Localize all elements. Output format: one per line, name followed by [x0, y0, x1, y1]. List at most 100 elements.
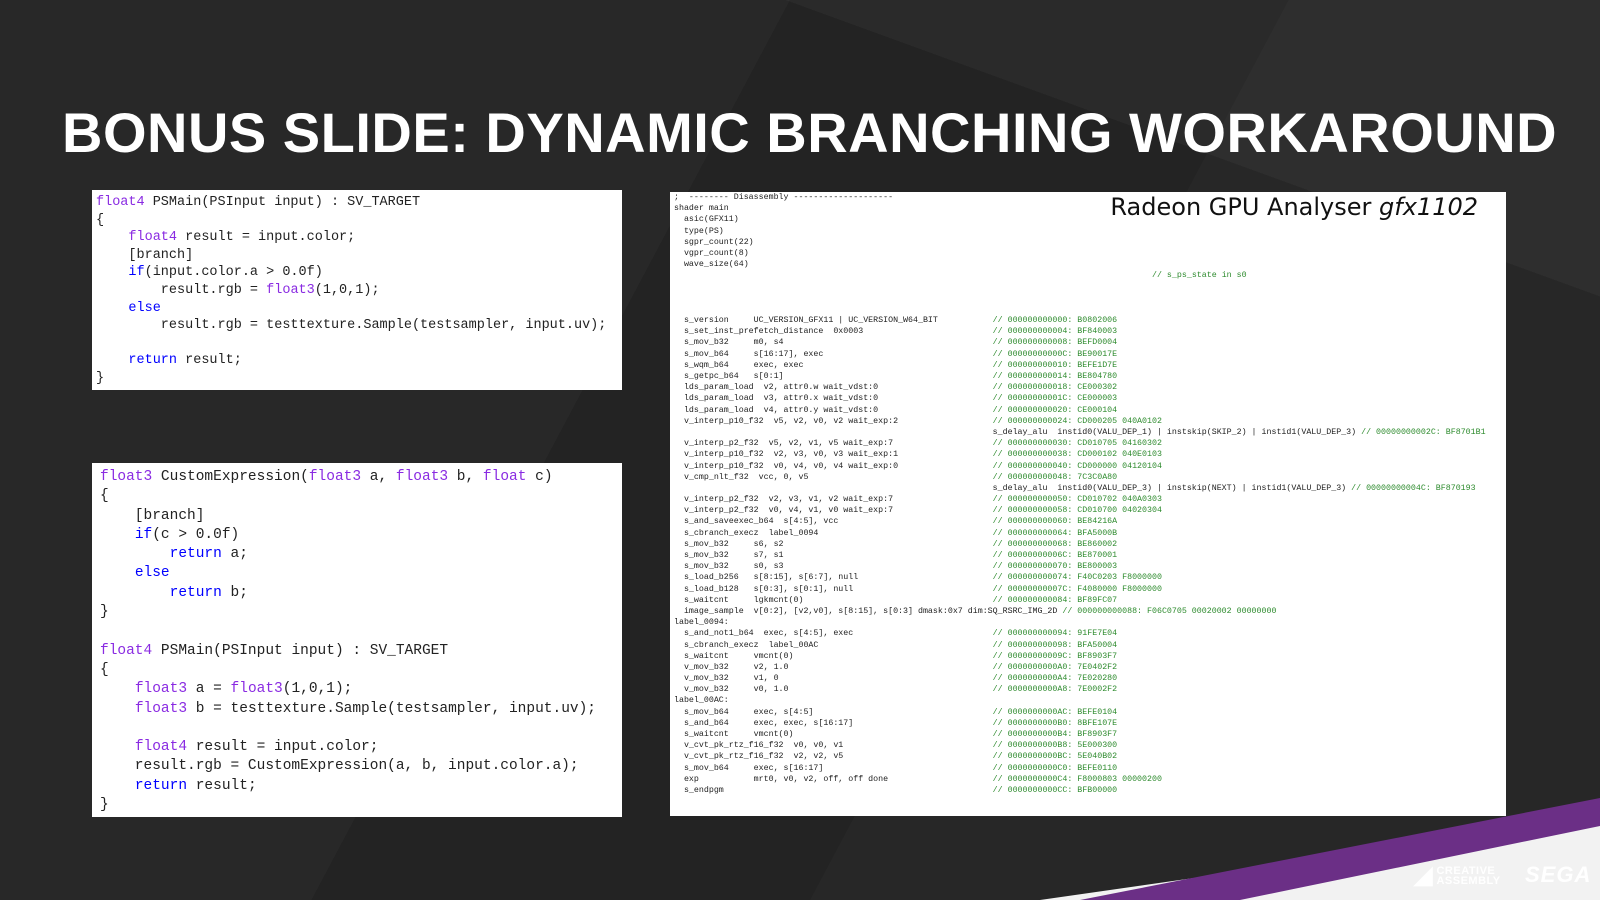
disassembly-line: s_and_b64 exec, exec, s[16:17] // 000000…	[674, 718, 1502, 729]
disassembly-line: v_interp_p2_f32 v0, v4, v1, v0 wait_exp:…	[674, 505, 1502, 516]
disassembly-instruction: s_endpgm	[674, 785, 993, 795]
code-line: float3 b = testtexture.Sample(testsample…	[100, 700, 614, 719]
code-token: b = testtexture.Sample(testsampler, inpu…	[187, 700, 596, 717]
code-token: b;	[221, 584, 248, 601]
disassembly-line: v_cvt_pk_rtz_f16_f32 v2, v2, v5 // 00000…	[674, 751, 1502, 762]
disassembly-instruction: s_mov_b64 exec, s[4:5]	[674, 707, 993, 717]
disassembly-instruction: s_cbranch_execz label_0094	[674, 528, 993, 538]
code-token: return	[134, 777, 188, 794]
disassembly-line: s_waitcnt vmcnt(0) // 00000000009C: BF89…	[674, 651, 1502, 662]
disassembly-comment: // 000000000084: BF89FC07	[992, 595, 1118, 605]
code-token: (c > 0.0f)	[152, 526, 240, 543]
disassembly-line: image_sample v[0:2], [v2,v0], s[8:15], s…	[674, 606, 1502, 617]
code-token	[100, 565, 135, 581]
code-line	[96, 335, 618, 353]
slide-title: BONUS SLIDE: DYNAMIC BRANCHING WORKAROUN…	[62, 101, 1558, 164]
code-token: float4	[96, 195, 145, 210]
code-token: (1,0,1);	[282, 681, 353, 698]
disassembly-comment: // 0000000000A4: 7E020280	[992, 674, 1118, 684]
disassembly-comment: // 00000000007C: F4080000 F8000000	[992, 584, 1162, 594]
disassembly-line	[674, 304, 1502, 315]
disassembly-comment: // 0000000000CC: BFB00000	[992, 785, 1118, 795]
disassembly-instruction: s_waitcnt vmcnt(0)	[674, 730, 993, 739]
code-token: PSMain(PSInput input) : SV_TARGET	[144, 195, 421, 210]
code-token: float3	[134, 681, 188, 698]
disassembly-comment: // 0000000000C4: F8000803 00000200	[992, 774, 1162, 784]
disassembly-comment: // 0000000000AC: BEFE0104	[992, 707, 1118, 717]
disassembly-instruction: s_mov_b64 exec, s[16:17]	[674, 763, 993, 773]
code-line: float4 result = input.color;	[96, 229, 618, 247]
code-token: a;	[221, 546, 248, 563]
code-token: }	[96, 370, 105, 386]
disassembly-comment: // 00000000006C: BE870001	[992, 551, 1118, 560]
disassembly-line: s_mov_b32 s0, s3 // 000000000070: BE8000…	[674, 561, 1502, 572]
disassembly-comment: // 000000000048: 7C3C0A80	[992, 472, 1118, 482]
disassembly-line: v_cvt_pk_rtz_f16_f32 v0, v0, v1 // 00000…	[674, 740, 1502, 751]
disassembly-line: v_mov_b32 v2, 1.0 // 0000000000A0: 7E040…	[674, 662, 1502, 673]
code-token: a =	[187, 681, 231, 698]
code-line: {	[100, 487, 614, 506]
disassembly-instruction: s_mov_b32 m0, s4	[674, 338, 993, 348]
analyser-target: gfx1102	[1379, 193, 1478, 221]
code-token: float4	[100, 642, 153, 659]
code-line: [branch]	[100, 507, 614, 526]
disassembly-comment: // 00000000004C: BF870193	[1351, 483, 1476, 493]
disassembly-instruction: s_mov_b64 s[16:17], exec	[674, 349, 993, 359]
disassembly-line: s_endpgm // 0000000000CC: BFB00000	[674, 785, 1502, 796]
code-token: result;	[187, 777, 257, 794]
code-token: float3	[134, 700, 188, 717]
analyser-name: Radeon GPU Analyser	[1110, 193, 1380, 221]
disassembly-instruction: s_getpc_b64 s[0:1]	[674, 372, 993, 381]
disassembly-comment: // 000000000038: CD000102 040E0103	[992, 450, 1162, 460]
disassembly-comment: // 00000000000C: BE90017E	[992, 349, 1118, 359]
disassembly-comment: // 000000000020: CE000104	[992, 405, 1118, 415]
code-token: float	[482, 469, 527, 485]
disassembly-lines: ; -------- Disassembly -----------------…	[674, 192, 1502, 796]
disassembly-line: s_mov_b32 m0, s4 // 000000000008: BEFD00…	[674, 337, 1502, 348]
code-token: PSMain(PSInput input) : SV_TARGET	[152, 642, 449, 659]
disassembly-instruction: v_interp_p10_f32 v2, v3, v0, v3 wait_exp…	[674, 450, 993, 460]
code-token	[100, 701, 135, 717]
disassembly-line: s_delay_alu instid0(VALU_DEP_1) | instsk…	[674, 427, 1502, 438]
disassembly-instruction: v_cmp_nlt_f32 vcc, 0, v5	[674, 472, 993, 482]
disassembly-line: s_set_inst_prefetch_distance 0x0003 // 0…	[674, 326, 1502, 337]
disassembly-line: lds_param_load v2, attr0.w wait_vdst:0 /…	[674, 382, 1502, 393]
code-token: result;	[177, 353, 242, 369]
code-token	[100, 546, 170, 562]
code-token: float4	[134, 739, 188, 756]
disassembly-instruction: s_cbranch_execz label_00AC	[674, 640, 993, 650]
code-token: float3	[230, 681, 283, 698]
disassembly-line: s_cbranch_execz label_00AC // 0000000000…	[674, 640, 1502, 651]
disassembly-line: s_delay_alu instid0(VALU_DEP_3) | instsk…	[674, 483, 1502, 494]
code-token: (1,0,1);	[314, 282, 380, 298]
disassembly-line: s_mov_b64 exec, s[16:17] // 0000000000C0…	[674, 763, 1502, 774]
disassembly-line: s_and_saveexec_b64 s[4:5], vcc // 000000…	[674, 516, 1502, 527]
code-token: else	[128, 300, 161, 316]
code-token	[100, 527, 135, 543]
disassembly-comment: // 0000000000B8: 5E000300	[992, 741, 1118, 751]
code-line: float3 CustomExpression(float3 a, float3…	[100, 468, 614, 487]
code-token: return	[128, 353, 178, 369]
disassembly-comment: // 000000000068: BE860002	[992, 539, 1118, 549]
disassembly-line: type(PS)	[674, 226, 1502, 237]
disassembly-instruction: s_and_not1_b64 exec, s[4:5], exec	[674, 629, 993, 639]
disassembly-comment: // 000000000024: CD000205 040A0102	[992, 416, 1162, 426]
code-line: [branch]	[96, 247, 618, 265]
disassembly-line: v_mov_b32 v1, 0 // 0000000000A4: 7E02028…	[674, 673, 1502, 684]
disassembly-line: sgpr_count(22)	[674, 237, 1502, 248]
disassembly-comment: // 000000000098: BFA50004	[992, 640, 1118, 650]
disassembly-instruction: lds_param_load v3, attr0.x wait_vdst:0	[674, 394, 993, 404]
disassembly-instruction: lds_param_load v4, attr0.y wait_vdst:0	[674, 405, 993, 415]
code-line: }	[100, 796, 614, 815]
code-token: else	[134, 565, 170, 582]
disassembly-instruction: exp mrt0, v0, v2, off, off done	[674, 774, 993, 784]
disassembly-line: asic(GFX11)	[674, 214, 1502, 225]
code-token: a,	[361, 469, 396, 485]
disassembly-instruction: image_sample v[0:2], [v2,v0], s[8:15], s…	[674, 606, 1063, 616]
disassembly-comment: // 000000000064: BFA5000B	[992, 528, 1118, 538]
disassembly-comment: // 0000000000B0: 8BFE107E	[992, 718, 1118, 728]
code-token: float3	[395, 469, 449, 485]
code-line: return result;	[96, 352, 618, 370]
corner-stripe-graphic	[1040, 798, 1600, 900]
disassembly-comment: // 00000000001C: CE000003	[992, 394, 1118, 404]
